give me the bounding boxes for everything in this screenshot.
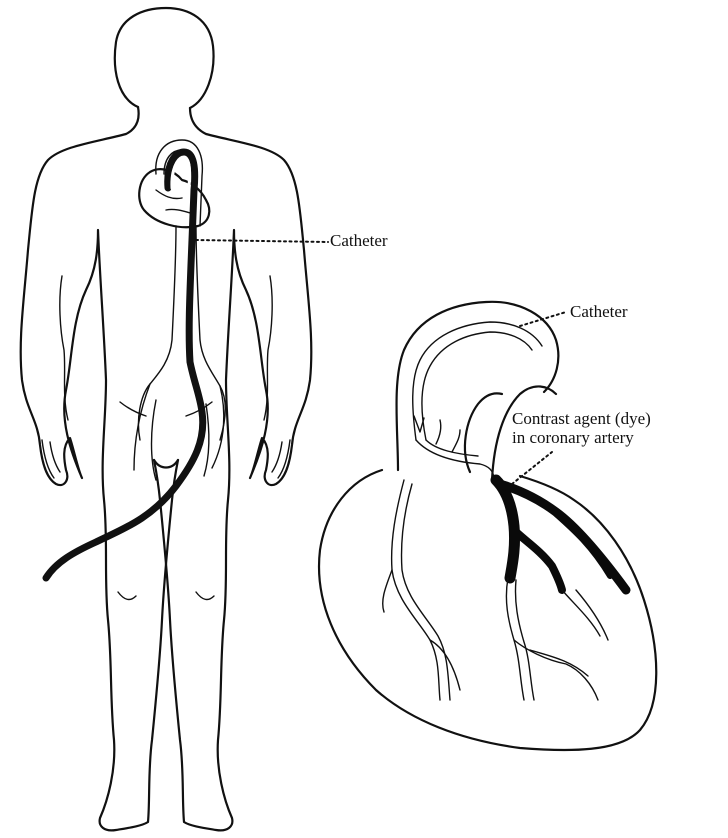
coronary-far-right xyxy=(562,590,608,640)
label-catheter-heart: Catheter xyxy=(570,302,628,322)
dye-coronary-branch-2 xyxy=(514,530,562,590)
femoral-vessels xyxy=(134,384,224,480)
coronary-right-vessel xyxy=(506,578,534,700)
catheter-in-body xyxy=(46,140,225,578)
heart-aorta-inner xyxy=(465,393,502,472)
label-contrast-agent-line2: in coronary artery xyxy=(512,428,634,448)
heart-large-outline xyxy=(319,470,656,750)
left-knee xyxy=(118,592,136,599)
right-hand xyxy=(272,440,290,478)
leader-catheter-body xyxy=(196,240,328,242)
heart-large xyxy=(319,302,656,750)
left-hand xyxy=(42,440,60,478)
label-contrast-agent-line1: Contrast agent (dye) xyxy=(512,409,651,429)
heart-top-vessels xyxy=(436,420,460,452)
aorta-outline xyxy=(138,226,225,440)
label-catheter-body: Catheter xyxy=(330,231,388,251)
coronary-left-vessel xyxy=(392,480,450,700)
heart-small xyxy=(139,169,209,227)
body-left-side xyxy=(21,107,178,830)
crotch-line xyxy=(154,460,178,468)
head xyxy=(115,8,214,108)
leader-catheter-heart xyxy=(520,312,566,326)
human-body-outline xyxy=(21,8,312,830)
body-right-side xyxy=(154,108,311,830)
coronary-right-sub xyxy=(514,640,598,700)
right-knee xyxy=(196,592,214,599)
heart-small-vessel xyxy=(156,190,194,214)
